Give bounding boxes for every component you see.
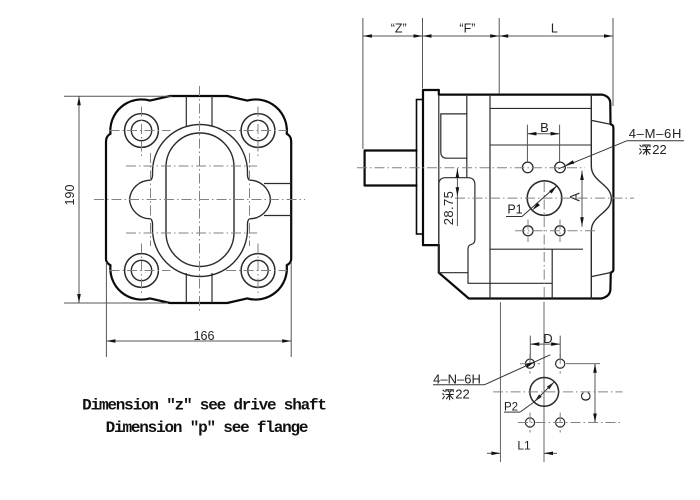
svg-text:Dimension "z" see drive shaft: Dimension "z" see drive shaft	[82, 397, 326, 415]
svg-text:C: C	[579, 391, 594, 401]
svg-text:B: B	[540, 120, 549, 135]
svg-text:22: 22	[652, 142, 666, 157]
svg-text:“F”: “F”	[459, 22, 475, 36]
svg-text:190: 190	[63, 185, 77, 206]
svg-text:A: A	[568, 192, 583, 201]
svg-text:Dimension "p" see flange: Dimension "p" see flange	[106, 419, 308, 437]
svg-text:L: L	[551, 22, 558, 36]
svg-text:D: D	[543, 331, 552, 346]
svg-text:166: 166	[194, 329, 215, 343]
svg-text:22: 22	[455, 387, 469, 402]
svg-text:“Z”: “Z”	[391, 22, 407, 36]
svg-text:28.75: 28.75	[441, 191, 456, 226]
svg-text:P1: P1	[507, 203, 522, 217]
svg-text:4–M–6H: 4–M–6H	[629, 126, 682, 141]
svg-text:L1: L1	[517, 439, 531, 453]
svg-text:P2: P2	[504, 402, 518, 414]
svg-text:4–N–6H: 4–N–6H	[433, 372, 481, 387]
